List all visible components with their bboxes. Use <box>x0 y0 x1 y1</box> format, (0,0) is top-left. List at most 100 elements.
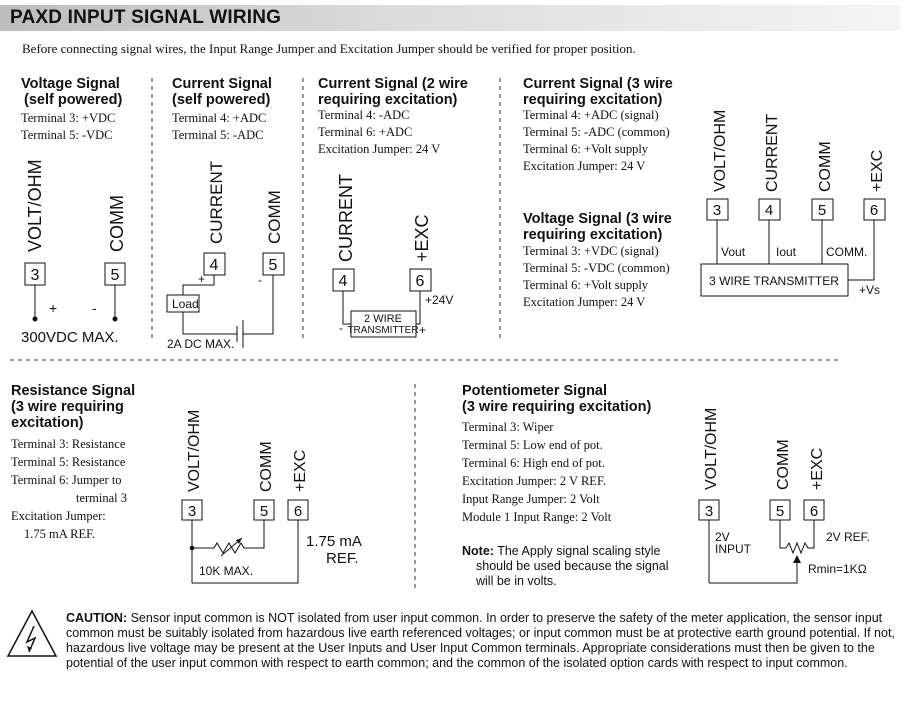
title-bar <box>0 5 900 31</box>
v24-label: +24V <box>425 293 453 307</box>
rmin-label: Rmin=1KΩ <box>808 562 867 576</box>
transmitter-3wire-diagram: VOLT/OHM CURRENT COMM +EXC 3 4 5 6 Vout … <box>700 110 886 297</box>
desc-line: Terminal 5: Low end of pot. <box>462 438 603 452</box>
desc-line: Terminal 4: +ADC <box>172 111 267 125</box>
terminal-label: 5 <box>269 257 278 274</box>
desc-line: Terminal 6: High end of pot. <box>462 456 605 470</box>
comm-label: COMM <box>265 190 284 244</box>
potentiometer-note: Note: The Apply signal scaling style sho… <box>462 544 669 589</box>
terminal-label: 5 <box>260 503 268 520</box>
title-line: (self powered) <box>172 92 271 108</box>
title-line: requiring excitation) <box>523 227 663 243</box>
wire <box>342 291 351 325</box>
wire <box>848 220 875 281</box>
potentiometer-lines: Terminal 3: Wiper Terminal 5: Low end of… <box>462 418 611 526</box>
current-3wire-lines: Terminal 4: +ADC (signal) Terminal 5: -A… <box>523 107 670 175</box>
desc-line: Excitation Jumper: 24 V <box>318 142 441 156</box>
exc-label: +EXC <box>412 214 432 262</box>
max-label: 2A DC MAX. <box>167 337 234 351</box>
desc-line: Terminal 3: Resistance <box>11 437 126 451</box>
desc-line: Terminal 4: +ADC (signal) <box>523 108 659 122</box>
terminal-label: 6 <box>870 202 878 219</box>
desc-line: Terminal 5: -ADC <box>172 128 264 142</box>
caution-label: CAUTION: <box>66 611 128 625</box>
current-2wire-lines: Terminal 4: -ADC Terminal 6: +ADC Excita… <box>318 107 440 158</box>
potentiometer-title: Potentiometer Signal (3 wire requiring e… <box>462 383 651 415</box>
desc-line: 1.75 mA REF. <box>24 527 96 541</box>
section-dividers <box>10 78 838 590</box>
comm-label: COMM <box>258 441 275 492</box>
title-line: (3 wire requiring excitation) <box>462 399 652 415</box>
desc-line: Excitation Jumper: 2 V REF. <box>462 474 607 488</box>
desc-line: Terminal 3: Wiper <box>462 420 554 434</box>
current-2wire-diagram: CURRENT +EXC 4 6 +24V 2 WIRE TRANSMITTER… <box>332 174 453 338</box>
current-self-title: Current Signal (self powered) <box>172 76 272 108</box>
wire <box>243 275 274 335</box>
max-label: 300VDC MAX. <box>21 329 119 346</box>
box-label: 3 WIRE TRANSMITTER <box>709 274 839 288</box>
iout-label: Iout <box>776 245 797 259</box>
terminal-label: 6 <box>416 273 425 290</box>
minus-sign: - <box>258 273 262 287</box>
transmitter-box <box>350 310 417 338</box>
box-label: TRANSMITTER <box>347 325 418 336</box>
exc-label: +EXC <box>292 450 309 492</box>
title-line: excitation) <box>11 415 84 431</box>
voltage-self-title: Voltage Signal (self powered) <box>21 76 122 108</box>
note-line: should be used because the signal <box>476 559 669 573</box>
intro-text: Before connecting signal wires, the Inpu… <box>22 41 636 56</box>
potentiometer-diagram: VOLT/OHM COMM +EXC 3 5 6 2V INPUT 2V REF… <box>698 408 870 584</box>
terminal-label: 5 <box>111 267 120 284</box>
resistance-title: Resistance Signal (3 wire requiring exci… <box>11 383 135 431</box>
desc-line: Terminal 6: Jumper to <box>11 473 122 487</box>
terminal-label: 3 <box>705 503 713 520</box>
comm-label: COMM <box>817 141 834 192</box>
max-label: 10K MAX. <box>199 564 253 578</box>
desc-line: Terminal 3: +VDC <box>21 111 116 125</box>
lead-end <box>112 316 118 322</box>
desc-line: Excitation Jumper: 24 V <box>523 295 646 309</box>
wiper-wire <box>709 563 798 584</box>
terminal-label: 3 <box>188 503 196 520</box>
desc-line: Terminal 4: -ADC <box>318 108 410 122</box>
current-3wire-title: Current Signal (3 wire requiring excitat… <box>523 76 673 108</box>
load-label: Load <box>172 297 199 311</box>
terminal-label: 3 <box>31 267 40 284</box>
title-line: Resistance Signal <box>11 383 136 399</box>
note-line: will be in volts. <box>476 574 557 588</box>
desc-line: Terminal 6: +Volt supply <box>523 142 649 156</box>
terminal-label: 5 <box>776 503 784 520</box>
resistor-arrowhead <box>236 538 242 544</box>
ref-label: REF. <box>326 550 359 567</box>
plus-sign: + <box>49 300 57 316</box>
wire <box>416 291 421 325</box>
wiper-arrowhead <box>793 555 801 563</box>
terminal-label: 4 <box>210 257 219 274</box>
desc-line: Terminal 3: +VDC (signal) <box>523 244 659 258</box>
title-line: Voltage Signal <box>21 76 120 92</box>
desc-line: Input Range Jumper: 2 Volt <box>462 492 600 506</box>
voltage-3wire-lines: Terminal 3: +VDC (signal) Terminal 5: -V… <box>523 243 670 311</box>
wire <box>182 275 215 295</box>
ref-label: 2V REF. <box>826 530 870 544</box>
volt-ohm-label: VOLT/OHM <box>25 159 45 252</box>
title-line: Current Signal (2 wire <box>318 76 468 92</box>
terminal-label: 5 <box>818 202 826 219</box>
terminal-label: 3 <box>713 202 721 219</box>
variable-resistor <box>192 520 265 554</box>
exc-label: +EXC <box>869 150 886 192</box>
current-label: CURRENT <box>336 174 356 262</box>
desc-line: Terminal 5: -ADC (common) <box>523 125 670 139</box>
input-label: INPUT <box>715 542 752 556</box>
title-line: requiring excitation) <box>523 92 663 108</box>
vout-label: Vout <box>721 245 746 259</box>
lead-end <box>32 316 38 322</box>
minus-sign: - <box>92 300 97 316</box>
vs-label: +Vs <box>859 283 880 297</box>
ma-label: 1.75 mA <box>306 533 362 550</box>
title-line: Current Signal (3 wire <box>523 76 673 92</box>
caution-text: CAUTION: Sensor input common is NOT isol… <box>66 611 898 671</box>
lightning-bolt <box>25 625 37 653</box>
transmitter-box <box>700 263 849 297</box>
